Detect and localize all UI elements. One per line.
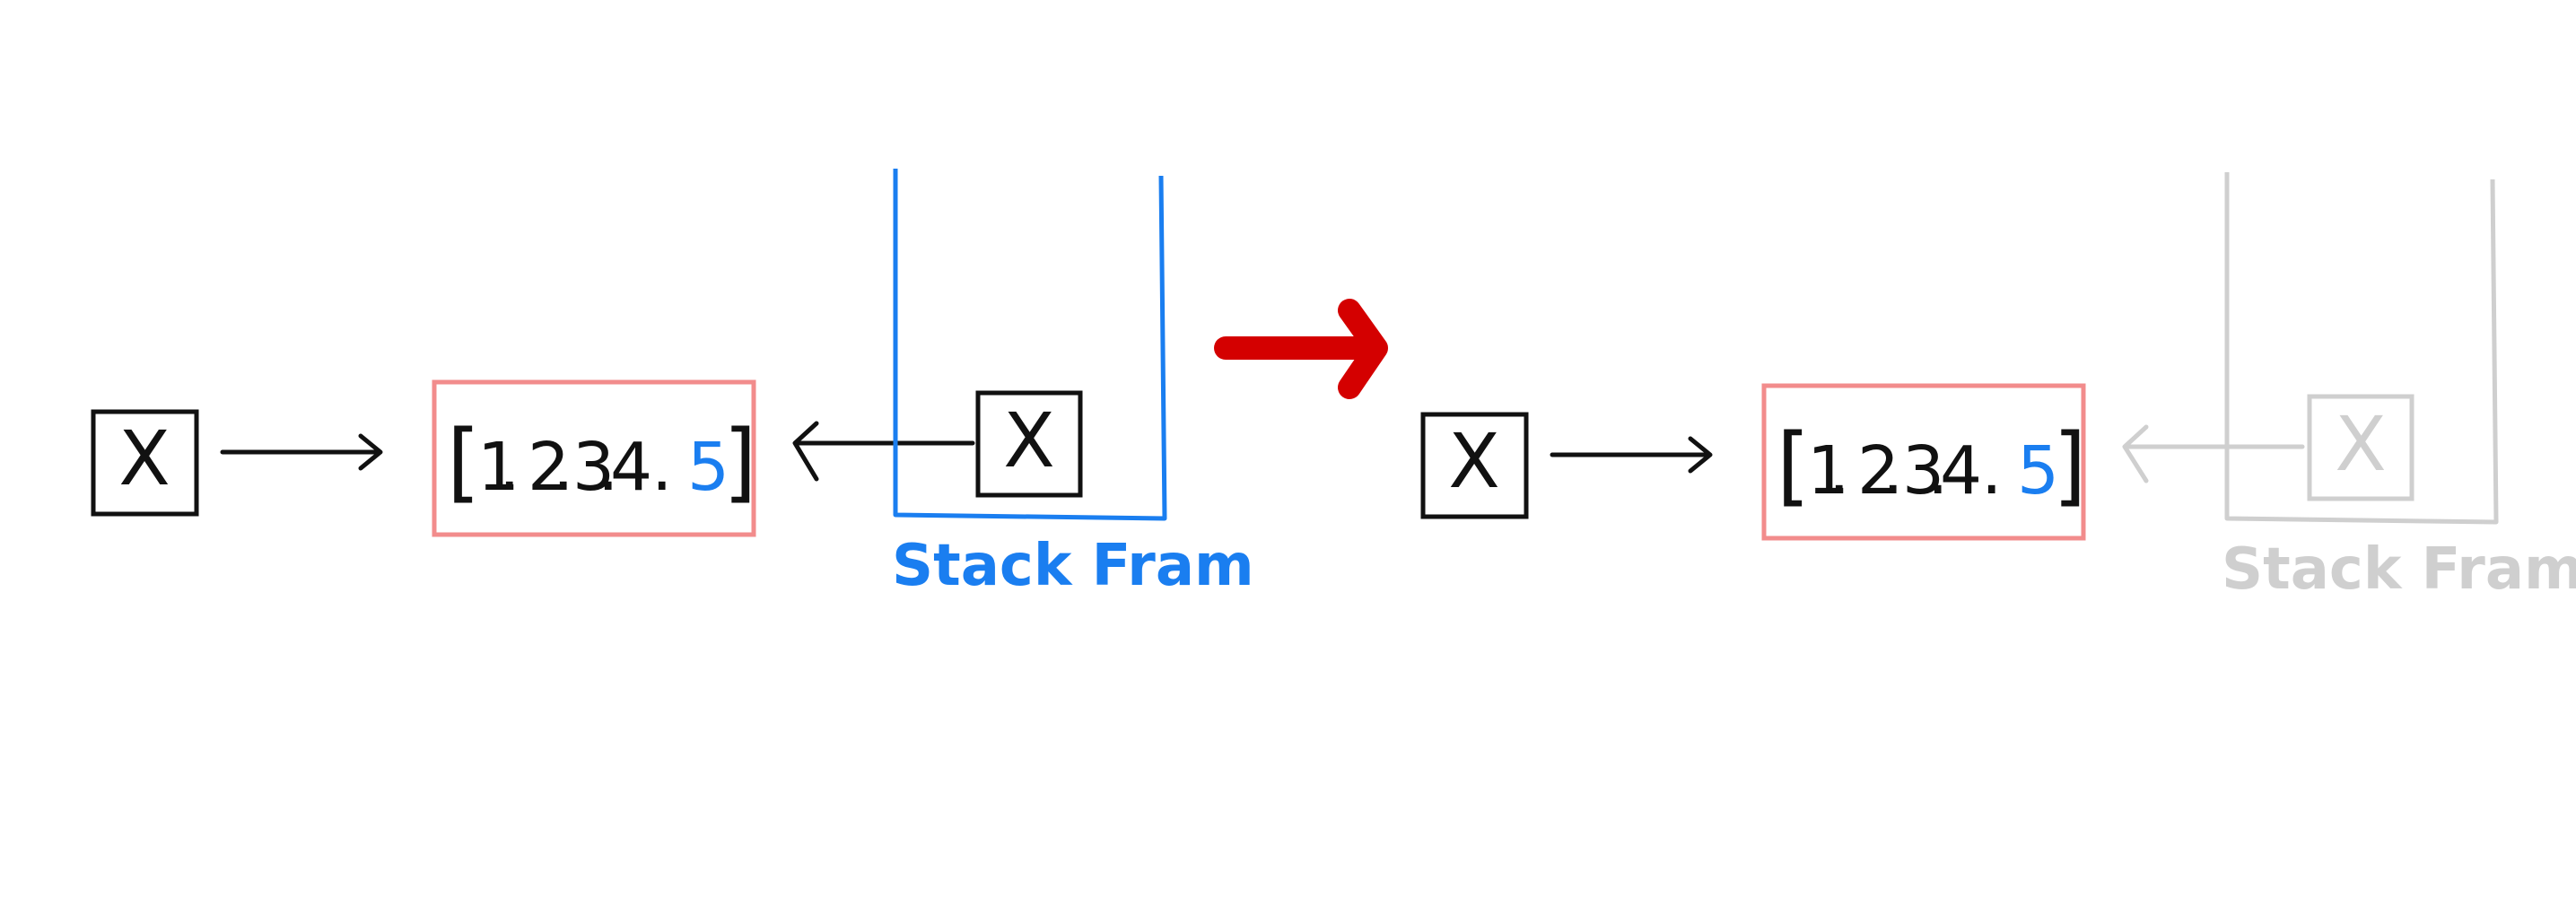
array-item-5-highlighted: 5 — [687, 429, 729, 506]
array-separator: . — [1829, 432, 1850, 509]
right-arrow-icon — [1214, 299, 1388, 399]
stack-frame-label: Stack Fram — [2222, 536, 2576, 603]
before-state: X [ 1 . 2 . 3 . 4 . 5 ] — [91, 169, 1254, 599]
reference-arrow — [220, 433, 383, 471]
array-separator: . — [1981, 432, 2003, 509]
array-separator: . — [598, 429, 619, 506]
global-variable-box: X — [1420, 412, 1529, 519]
array-separator: . — [553, 429, 574, 506]
array-open-bracket: [ — [1777, 415, 1810, 516]
array-separator: . — [1927, 432, 1949, 509]
frame-variable-label: X — [2335, 400, 2387, 488]
global-variable-label: X — [1448, 417, 1500, 505]
array-separator: . — [499, 429, 520, 506]
array-object: [ 1 . 2 . 3 . 4 . 5 ] — [1761, 383, 2086, 541]
frame-variable-box: X — [975, 390, 1083, 498]
array-close-bracket: ] — [723, 412, 756, 512]
array-item-4: 4 — [610, 429, 652, 506]
array-item-3: 3 — [1902, 432, 1944, 509]
stack-frame-faded: X Stack Fram — [2222, 172, 2576, 603]
global-variable-box: X — [91, 409, 199, 517]
array-item-1: 1 — [477, 429, 520, 506]
array-item-3: 3 — [572, 429, 615, 506]
frame-reference-arrow-faded — [2122, 424, 2305, 483]
after-state: X [ 1 . 2 . 3 . 4 . 5 ] — [1420, 172, 2576, 603]
frame-reference-arrow — [792, 421, 975, 482]
array-item-2: 2 — [528, 429, 570, 506]
frame-variable-label: X — [1003, 396, 1055, 484]
array-item-4: 4 — [1940, 432, 1982, 509]
array-item-5-highlighted: 5 — [2017, 432, 2059, 509]
array-separator: . — [651, 429, 673, 506]
array-separator: . — [1882, 432, 1904, 509]
array-item-1: 1 — [1807, 432, 1849, 509]
frame-variable-box: X — [2307, 394, 2414, 501]
stack-frame-label: Stack Fram — [892, 533, 1254, 599]
array-item-2: 2 — [1857, 432, 1899, 509]
stack-frame: X Stack Fram — [892, 169, 1254, 599]
array-open-bracket: [ — [447, 412, 480, 512]
array-object: [ 1 . 2 . 3 . 4 . 5 ] — [432, 379, 756, 537]
global-variable-label: X — [118, 414, 170, 502]
array-close-bracket: ] — [2053, 415, 2086, 516]
reference-arrow — [1550, 436, 1713, 474]
